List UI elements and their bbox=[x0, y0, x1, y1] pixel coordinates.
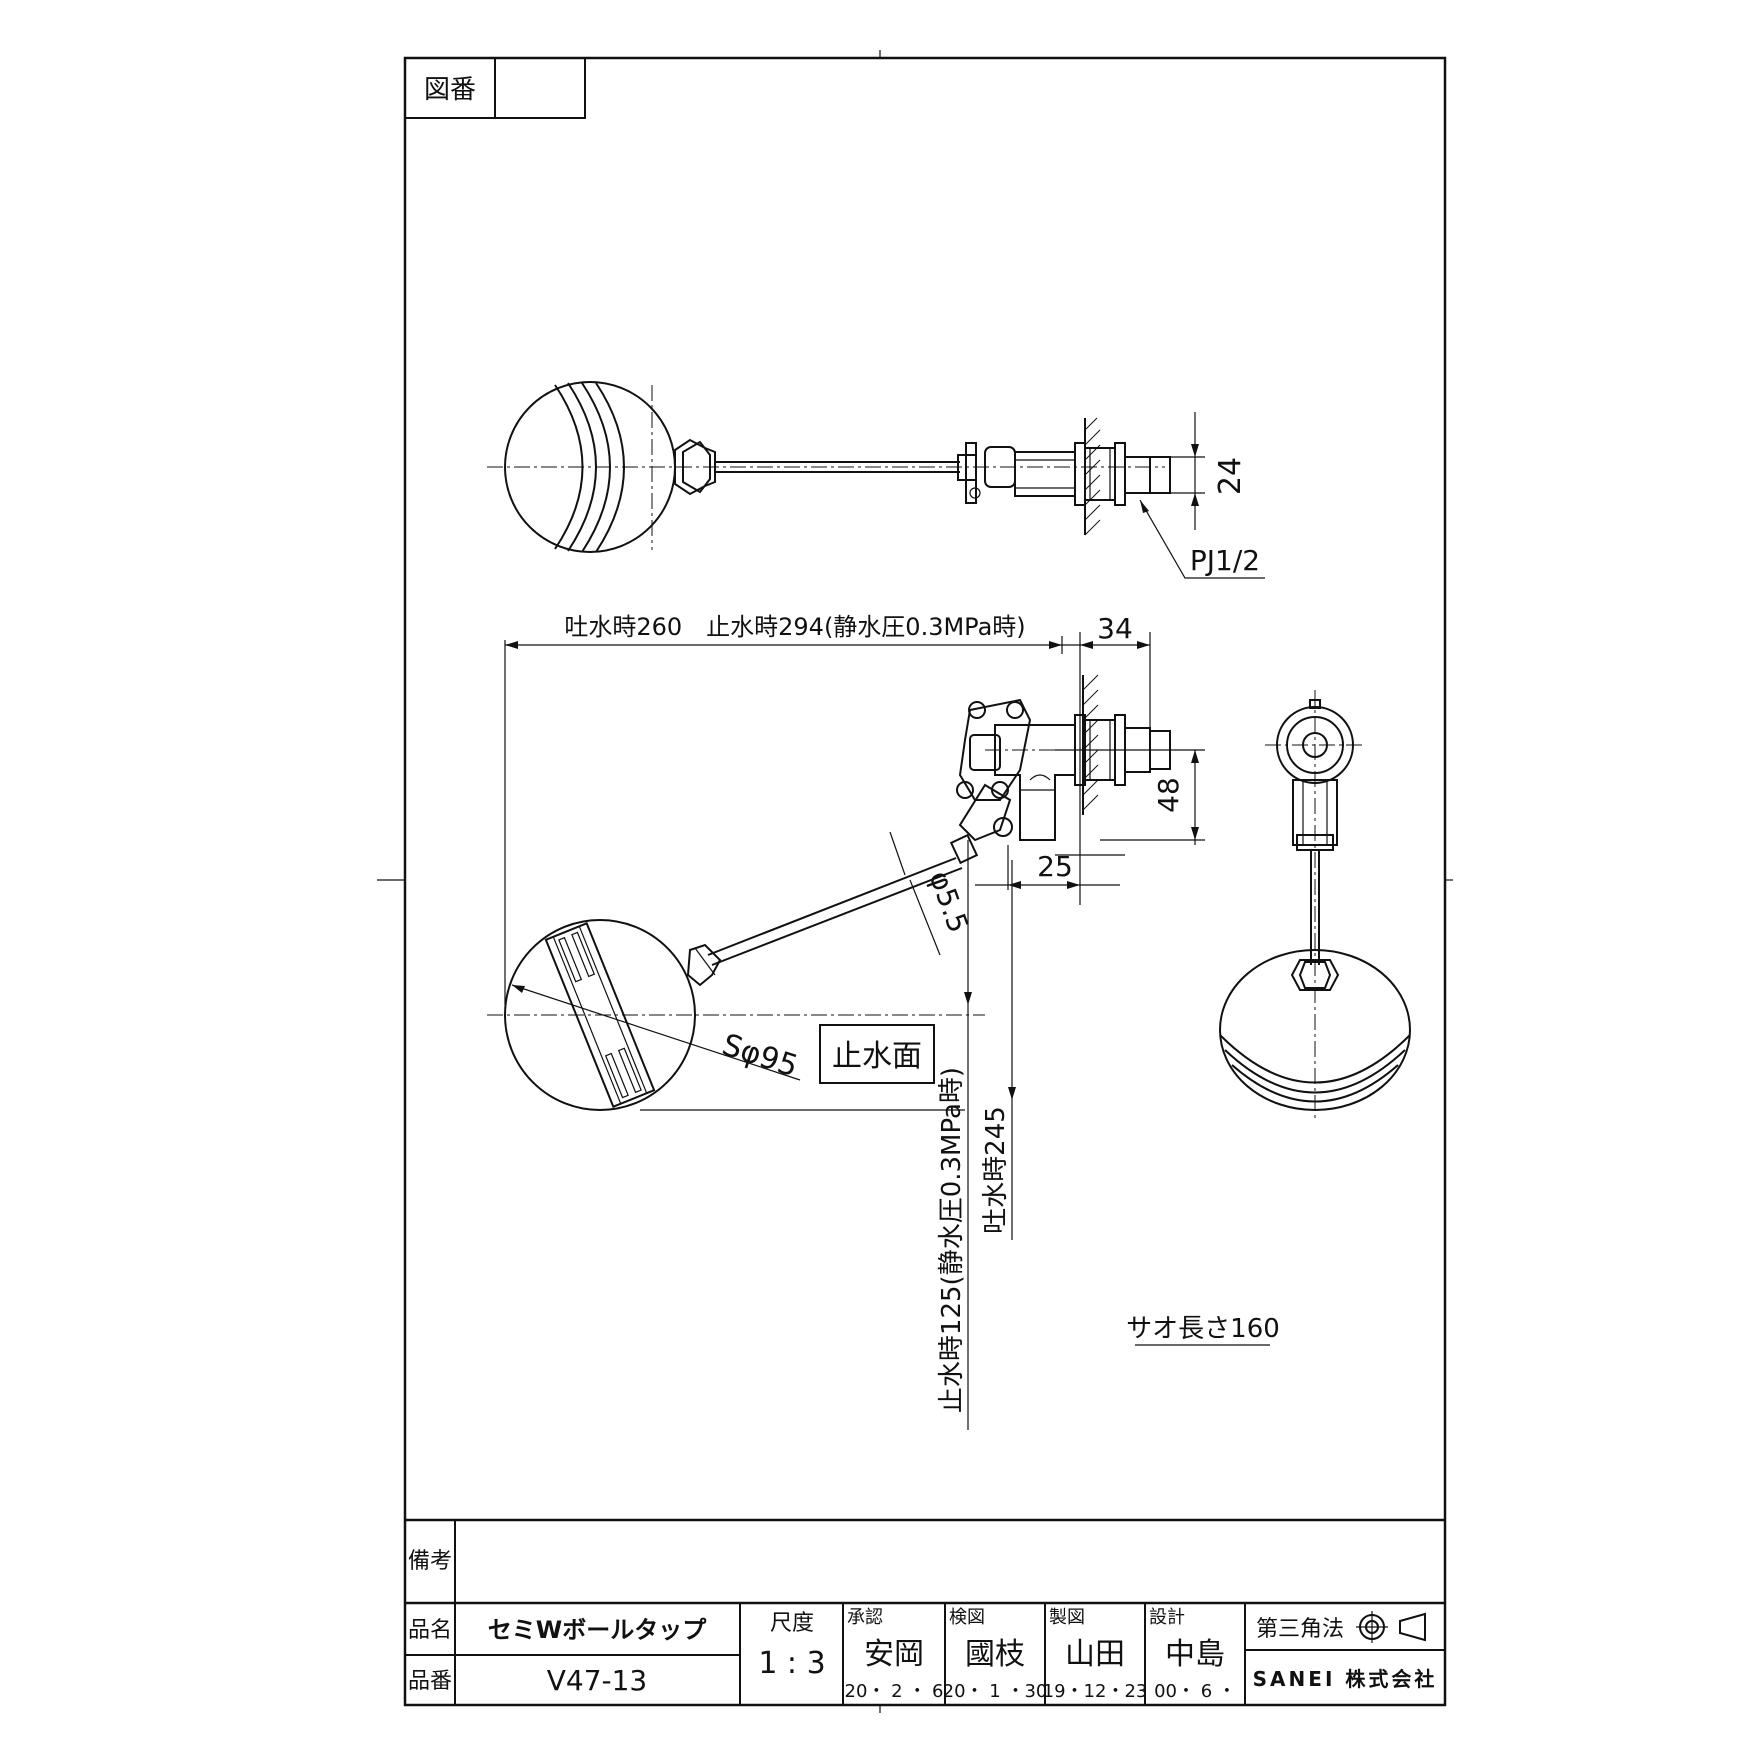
approved-label: 承認 bbox=[847, 1607, 883, 1628]
drawing-number-label: 図番 bbox=[424, 75, 476, 105]
designed-label: 設計 bbox=[1149, 1607, 1185, 1628]
dim-rod: φ5.5 bbox=[923, 867, 976, 937]
stop-surface-box bbox=[819, 1024, 935, 1084]
third-angle-projection-icon bbox=[1356, 1611, 1426, 1643]
dim-pj: PJ1/2 bbox=[1190, 544, 1260, 577]
projection-label: 第三角法 bbox=[1256, 1617, 1344, 1642]
stop-surface-label: 止水面 bbox=[832, 1039, 922, 1074]
product-name-label: 品名 bbox=[408, 1618, 452, 1643]
top-view: 24 PJ1/2 bbox=[487, 381, 1265, 579]
drawing-number-box: 図番 bbox=[404, 57, 586, 119]
dim-v-stop: 止水時125(静水圧0.3MPa時) bbox=[937, 1067, 967, 1413]
sheet-frame bbox=[377, 50, 1453, 1713]
title-block: 備考 品名 セミWボールタップ 品番 V47-13 尺度 1 : 3 承認 安岡… bbox=[405, 1518, 1445, 1705]
dim-25: 25 bbox=[1037, 850, 1073, 883]
remarks-label: 備考 bbox=[408, 1549, 452, 1574]
dim-horizontal: 吐水時260 止水時294(静水圧0.3MPa時) bbox=[564, 613, 1025, 641]
checked-label: 検図 bbox=[949, 1607, 985, 1628]
designed-date: 00・ 6 ・ bbox=[1154, 1681, 1236, 1702]
drawn-date: 19・12・23 bbox=[1043, 1681, 1148, 1702]
product-number-label: 品番 bbox=[408, 1669, 452, 1694]
front-view: 吐水時260 止水時294(静水圧0.3MPa時) 34 bbox=[487, 612, 1205, 1430]
designed-name: 中島 bbox=[1165, 1637, 1225, 1672]
scale-value: 1 : 3 bbox=[758, 1646, 825, 1681]
drawn-name: 山田 bbox=[1065, 1637, 1125, 1672]
dim-48: 48 bbox=[1152, 777, 1185, 813]
dim-ball: Sφ95 bbox=[718, 1027, 802, 1084]
scale-label: 尺度 bbox=[770, 1611, 814, 1636]
dim-24: 24 bbox=[1213, 457, 1248, 495]
drawn-label: 製図 bbox=[1049, 1607, 1085, 1628]
checked-date: 20・ 1 ・30 bbox=[943, 1681, 1048, 1702]
company-name: SANEI 株式会社 bbox=[1253, 1667, 1438, 1691]
checked-name: 國枝 bbox=[965, 1637, 1025, 1672]
arm-length-label: サオ長さ160 bbox=[1126, 1314, 1280, 1344]
side-view: サオ長さ160 bbox=[1126, 690, 1411, 1346]
approved-name: 安岡 bbox=[864, 1637, 924, 1672]
product-number: V47-13 bbox=[547, 1664, 648, 1697]
approved-date: 20・ 2 ・ 6 bbox=[845, 1681, 944, 1702]
wall-hatch-top bbox=[1084, 417, 1101, 536]
dim-v-flow: 吐水時245 bbox=[981, 1106, 1011, 1234]
product-name: セミWボールタップ bbox=[488, 1616, 707, 1644]
dim-34: 34 bbox=[1097, 612, 1133, 645]
